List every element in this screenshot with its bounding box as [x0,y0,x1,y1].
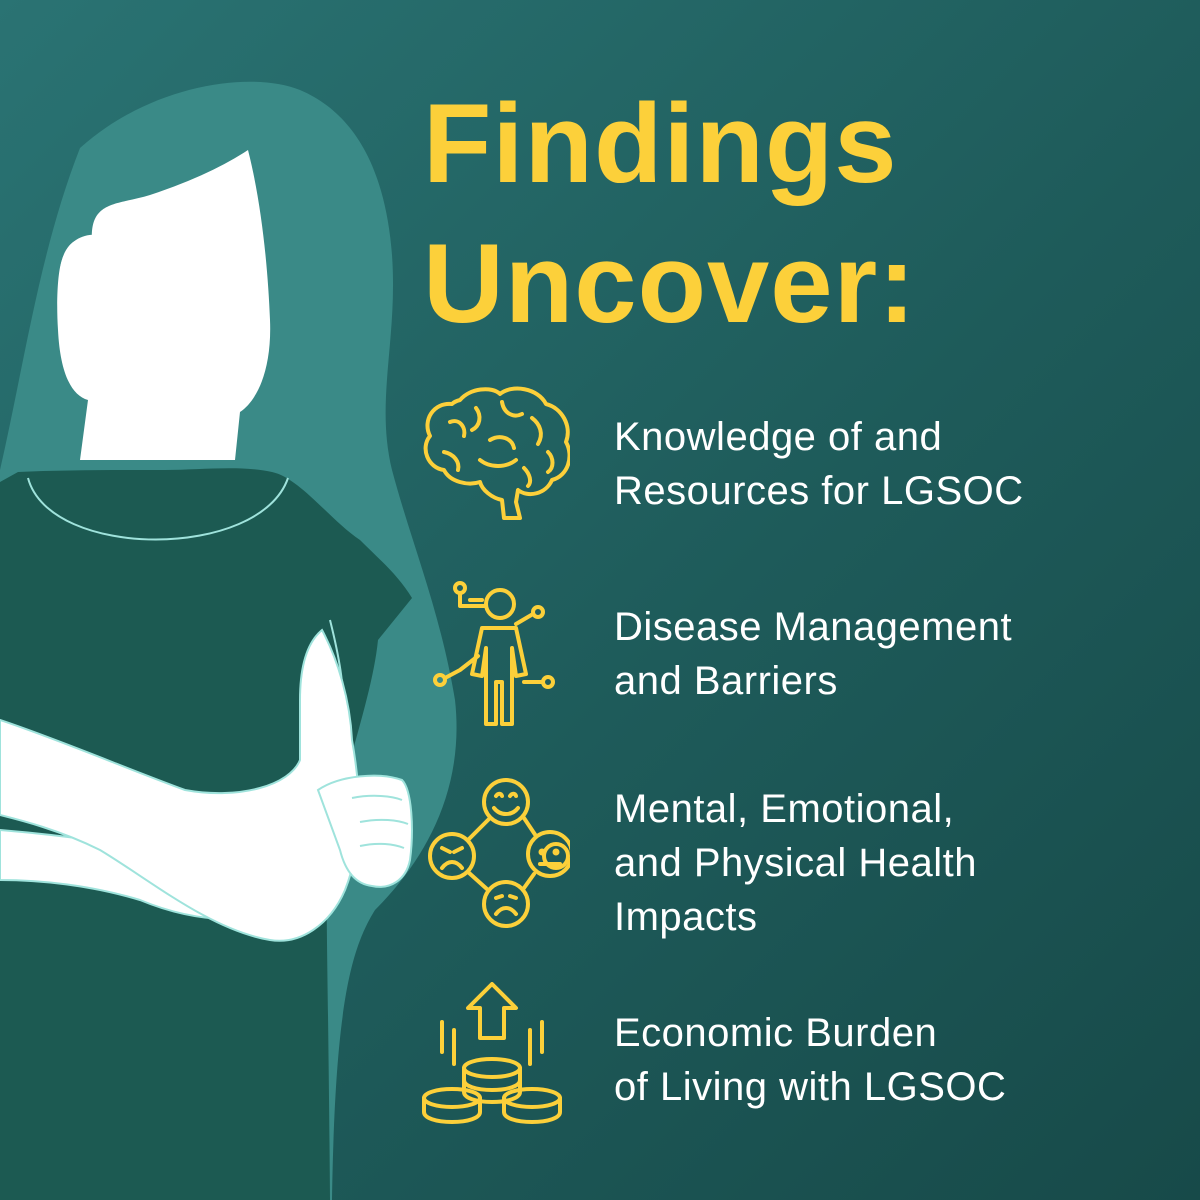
finding-item-mental-health: Mental, Emotional, and Physical Health I… [420,778,1180,944]
title-line-1: Findings [423,81,898,206]
finger-lines [351,794,409,849]
finding-label: Knowledge of and Resources for LGSOC [614,415,1024,513]
title-line-2: Uncover: [423,221,917,346]
collar-line [27,477,289,541]
finding-item-knowledge: Knowledge of and Resources for LGSOC [420,382,1180,522]
head-shape [57,150,271,460]
brain-icon [420,382,592,522]
finding-label: Economic Burden of Living with LGSOC [614,1011,1007,1109]
person-network-icon [420,578,592,726]
finding-item-economic-burden: Economic Burden of Living with LGSOC [420,982,1180,1124]
crossed-arm-shape [0,628,360,942]
ear-shape [59,234,100,306]
emotions-cycle-icon [420,778,592,928]
hand-shape [316,774,413,888]
finding-label: Mental, Emotional, and Physical Health I… [614,787,978,939]
finding-label: Disease Management and Barriers [614,605,1013,703]
coins-arrow-up-icon [420,982,592,1124]
finding-item-disease-management: Disease Management and Barriers [420,578,1180,726]
